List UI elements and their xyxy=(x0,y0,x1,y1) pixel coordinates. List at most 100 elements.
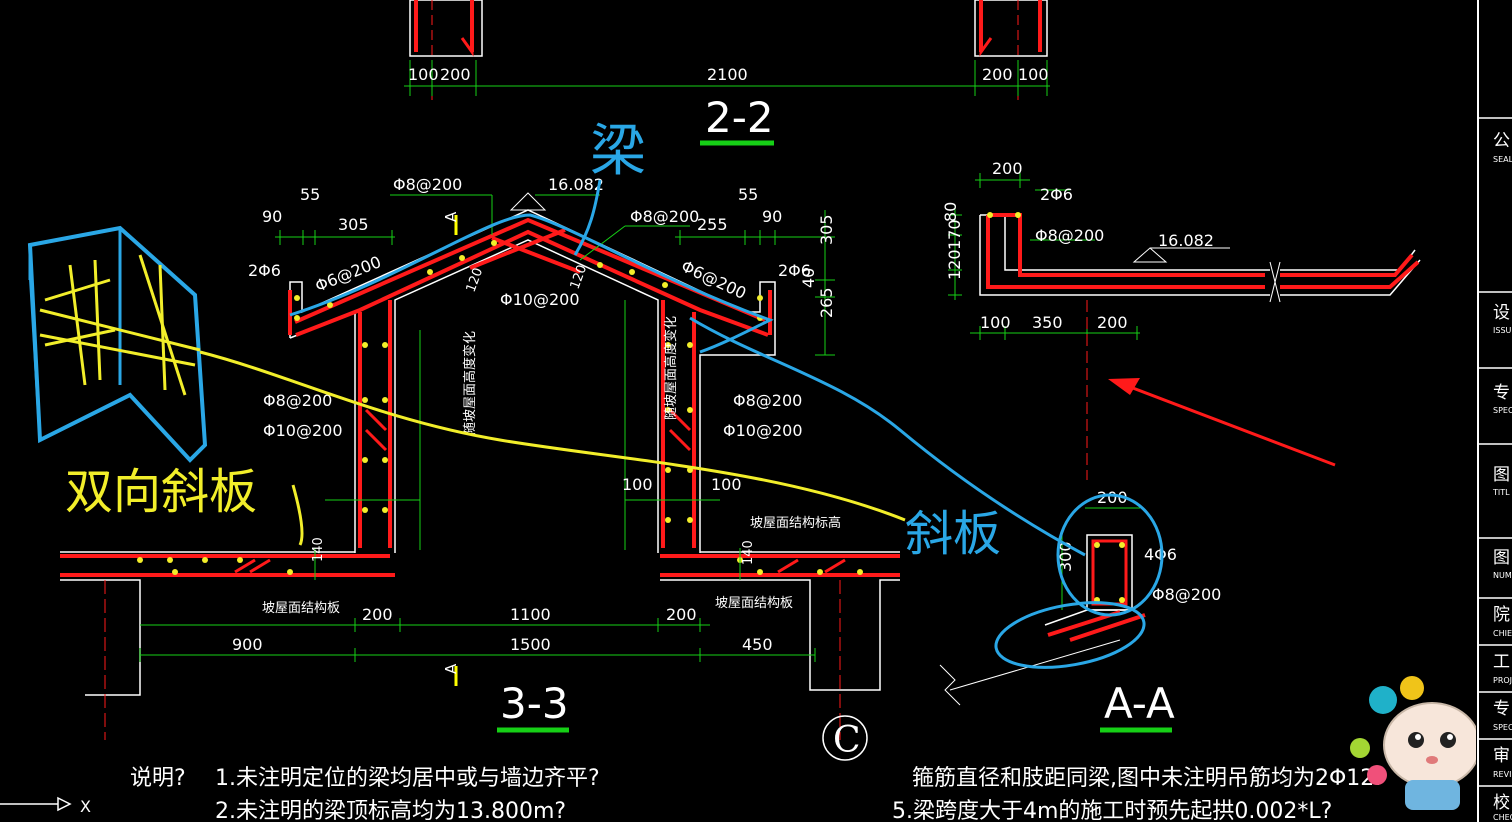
svg-text:审: 审 xyxy=(1493,746,1510,766)
svg-text:图: 图 xyxy=(1493,548,1510,568)
dim-label: 450 xyxy=(742,635,773,654)
svg-text:工: 工 xyxy=(1493,652,1510,672)
rebar-label: Φ8@200 xyxy=(393,175,462,194)
dim-label: 350 xyxy=(1032,313,1063,332)
handwriting-slope-slab: 斜板 xyxy=(905,506,1001,562)
svg-text:专: 专 xyxy=(1493,383,1510,403)
column-right-outline xyxy=(974,0,1048,57)
dim-label: 120 xyxy=(945,249,964,280)
section-mark: A xyxy=(442,663,460,674)
dim-label: 2100 xyxy=(707,65,748,84)
svg-text:SPEC: SPEC xyxy=(1493,723,1512,732)
dim-label: 140 xyxy=(741,540,756,565)
note-right-1: 箍筋直径和肢距同梁,图中未注明吊筋均为2Φ12. xyxy=(912,766,1381,791)
dim-label: 90 xyxy=(762,207,782,226)
dim-label: 170 xyxy=(945,219,964,250)
dim-label: 100 xyxy=(622,475,653,494)
dim-label: 100 xyxy=(408,65,439,84)
note-2: 2.未注明的梁顶标高均为13.800m? xyxy=(215,799,566,822)
vertical-note: 随坡屋面高度变化 xyxy=(663,316,679,420)
rebar-label: Φ8@200 xyxy=(1152,585,1221,604)
note-1: 1.未注明定位的梁均居中或与墙边齐平? xyxy=(215,766,600,791)
dim-label: 100 xyxy=(1018,65,1049,84)
rebar-label: Φ10@200 xyxy=(500,290,580,309)
rebar-label: 4Φ6 xyxy=(1144,545,1177,564)
svg-text:专: 专 xyxy=(1493,699,1510,719)
dim-label: 100 xyxy=(980,313,1011,332)
dim-label: 55 xyxy=(738,185,758,204)
dim-label: 200 xyxy=(440,65,471,84)
svg-text:CHIE: CHIE xyxy=(1493,629,1512,638)
svg-text:C: C xyxy=(833,720,861,761)
svg-text:TITL: TITL xyxy=(1492,488,1510,497)
red-arrow-annotation xyxy=(1108,378,1336,467)
section-title-3-3: 3-3 xyxy=(500,679,569,728)
svg-text:PROJ: PROJ xyxy=(1493,676,1512,685)
rebar xyxy=(1280,253,1414,277)
dim-label: 1500 xyxy=(510,635,551,654)
ridge-rebar xyxy=(491,236,581,274)
rebar-label: Φ10@200 xyxy=(263,421,343,440)
section-title-a-a: A-A xyxy=(1104,679,1175,728)
dim-label: 200 xyxy=(362,605,393,624)
mascot-sticker-icon xyxy=(1350,676,1481,810)
dim-label: 140 xyxy=(311,537,326,562)
dimension-lines xyxy=(139,194,835,662)
rebar-label: Φ8@200 xyxy=(733,391,802,410)
rebar-label: 2Φ6 xyxy=(1040,185,1073,204)
dim-label: 1100 xyxy=(510,605,551,624)
svg-text:公: 公 xyxy=(1493,131,1510,151)
section-3-3: A A 55 90 305 Φ8@200 16.082 Φ8@200 55 25… xyxy=(60,175,900,740)
svg-text:X: X xyxy=(80,797,91,816)
elevation-label: 16.082 xyxy=(1158,231,1214,250)
dim-label: 200 xyxy=(982,65,1013,84)
dim-label: 80 xyxy=(941,202,960,222)
dim-label: 100 xyxy=(711,475,742,494)
svg-text:图: 图 xyxy=(1493,465,1510,485)
title-block: 公 SEAL 设 ISSU 专 SPEC 图 TITL 图 NUMB 院 CHIE 工 PRO… xyxy=(1476,0,1512,822)
dim-label: 300 xyxy=(1056,541,1075,572)
notes-label: 说明? xyxy=(130,766,186,791)
note-right-2: 5.梁跨度大于4m的施工时预先起拱0.002*L? xyxy=(892,799,1332,822)
dim-label: 200 xyxy=(666,605,697,624)
rebar-label: 2Φ6 xyxy=(778,261,811,280)
dim-label: 40 xyxy=(799,268,818,288)
svg-text:ISSU: ISSU xyxy=(1493,326,1512,335)
svg-text:NUMB: NUMB xyxy=(1493,571,1512,580)
dim-label: 200 xyxy=(1097,488,1128,507)
rebar-bottom xyxy=(295,229,769,337)
elevation-marker xyxy=(509,192,547,211)
dim-label: 55 xyxy=(300,185,320,204)
elevation-label: 16.082 xyxy=(548,175,604,194)
notes: 说明? 1.未注明定位的梁均居中或与墙边齐平? 2.未注明的梁顶标高均为13.8… xyxy=(130,766,1381,822)
ucs-icon: X xyxy=(0,796,91,816)
axis-bubble-c: C xyxy=(822,715,868,761)
svg-text:院: 院 xyxy=(1493,605,1510,625)
svg-text:CHEC: CHEC xyxy=(1493,813,1512,822)
dim-label: 90 xyxy=(262,207,282,226)
dim-label: 200 xyxy=(992,159,1023,178)
rebar-label: Φ10@200 xyxy=(723,421,803,440)
rebar-hook xyxy=(979,37,993,57)
svg-text:校: 校 xyxy=(1493,793,1510,813)
handwritten-markup: 梁 双向斜板 斜板 xyxy=(27,119,1164,669)
dim-label: 200 xyxy=(1097,313,1128,332)
rebar-label: 2Φ6 xyxy=(248,261,281,280)
svg-text:SEAL: SEAL xyxy=(1493,155,1512,164)
section-title-2-2: 2-2 xyxy=(705,93,774,142)
handwriting-beam: 梁 xyxy=(590,119,646,184)
svg-text:设: 设 xyxy=(1493,303,1510,323)
dim-label: 120 xyxy=(464,266,487,294)
concrete-outline xyxy=(394,239,659,553)
rebar xyxy=(986,215,1265,289)
rebar-label: Φ8@200 xyxy=(263,391,332,410)
slab-label: 坡屋面结构板 xyxy=(262,601,340,616)
slab-label: 坡屋面结构板 xyxy=(715,596,793,611)
vertical-note: 随坡屋面高度变化 xyxy=(462,331,478,435)
dim-label: 305 xyxy=(338,215,369,234)
dim-label: 900 xyxy=(232,635,263,654)
section-a-a: 200 2Φ6 80 170 120 Φ8@200 16.082 100 350… xyxy=(939,159,1421,733)
svg-text:SPEC: SPEC xyxy=(1493,406,1512,415)
ridge-rebar xyxy=(469,228,566,270)
